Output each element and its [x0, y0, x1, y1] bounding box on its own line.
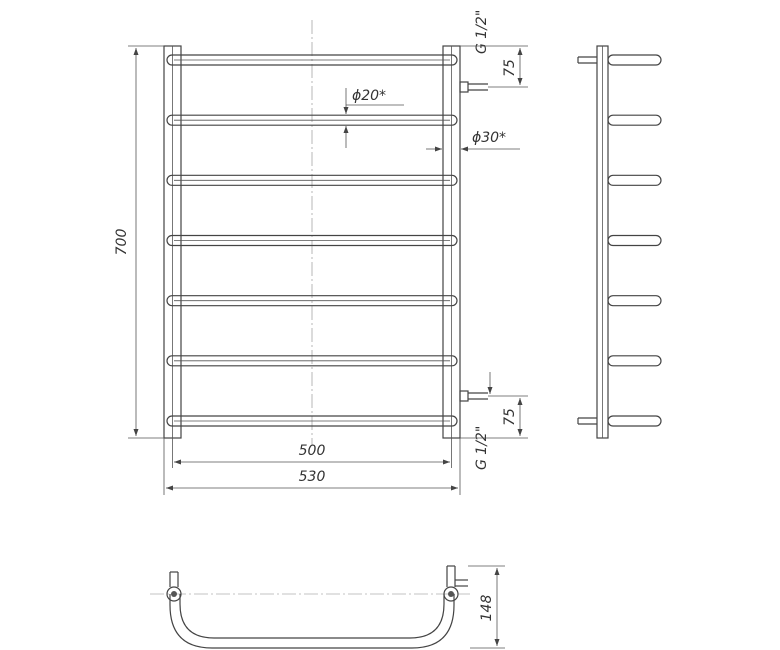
- inner-width-label: 500: [299, 443, 326, 459]
- top-view: 148: [150, 565, 505, 649]
- dimension-rail-diameter: ϕ20*: [343, 88, 404, 148]
- dimension-outer-width: 530: [163, 438, 461, 495]
- rail-diameter-label: ϕ20*: [352, 88, 386, 104]
- thread-top-label: G 1/2": [474, 10, 490, 54]
- rail: [166, 415, 458, 427]
- depth-label: 148: [479, 595, 495, 622]
- dimension-height: 700: [114, 45, 164, 439]
- rail: [166, 114, 458, 126]
- rail: [166, 54, 458, 66]
- outer-width-label: 530: [299, 469, 326, 485]
- rail: [166, 174, 458, 186]
- side-rail: [607, 234, 662, 247]
- right-post-section: [443, 586, 459, 602]
- thread-bottom-label: G 1/2": [474, 426, 490, 470]
- front-view: [163, 20, 488, 445]
- dimension-post-diameter: ϕ30*: [426, 130, 520, 152]
- bottom-connection: [459, 390, 488, 402]
- side-rail: [607, 295, 662, 307]
- rails: [166, 54, 458, 427]
- post-diameter-label: ϕ30*: [472, 130, 506, 146]
- left-post-section: [166, 586, 182, 602]
- rail-inner-outline: [179, 594, 445, 639]
- side-view: [577, 45, 662, 439]
- rail-outer-outline: [169, 594, 455, 649]
- dimension-connection-top: 75: [460, 45, 528, 88]
- side-rail: [607, 114, 662, 126]
- dimension-inner-width: 500: [172, 438, 452, 468]
- rail: [166, 295, 458, 307]
- rail: [166, 355, 458, 367]
- side-rails: [607, 54, 662, 427]
- rail: [166, 234, 458, 247]
- side-rail: [607, 54, 662, 66]
- side-rail: [607, 355, 662, 367]
- connection-top-label: 75: [502, 59, 518, 77]
- connection-bottom-label: 75: [502, 408, 518, 426]
- dimension-connection-bottom: 75: [460, 372, 528, 439]
- side-rail: [607, 174, 662, 186]
- top-connection: [459, 81, 488, 93]
- side-rail: [607, 415, 662, 427]
- height-label: 700: [114, 229, 130, 256]
